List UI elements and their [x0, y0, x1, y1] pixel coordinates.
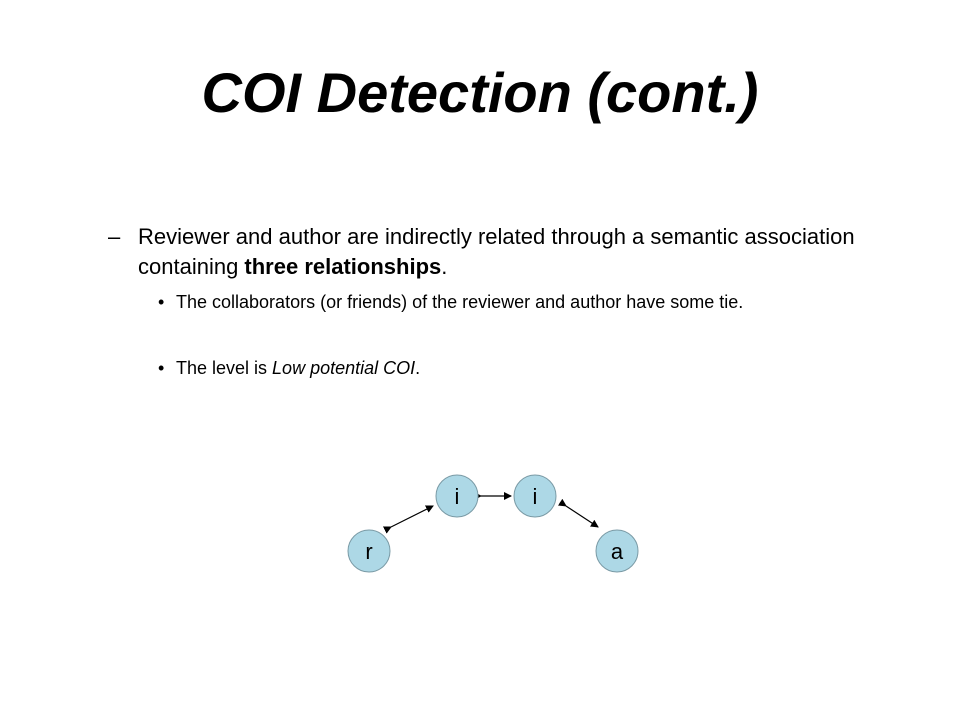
main-bullet: – Reviewer and author are indirectly rel…	[108, 222, 868, 282]
node-intermediate-1: i	[435, 474, 479, 518]
dot-bullet-marker: •	[158, 358, 165, 378]
sub-bullet-collaborators: • The collaborators (or friends) of the …	[158, 289, 878, 315]
node-intermediate-2: i	[513, 474, 557, 518]
sub-bullet-text: The level is Low potential COI.	[176, 355, 878, 381]
sub-bullet-text-after: .	[415, 358, 421, 378]
main-bullet-bold-text: three relationships	[244, 254, 442, 279]
sub-bullet-text-before: The level is	[176, 358, 273, 378]
main-bullet-text-after: .	[441, 254, 448, 279]
main-bullet-text-before: Reviewer and author are indirectly relat…	[138, 224, 855, 279]
node-label: r	[365, 539, 372, 564]
arrow-r-to-i	[382, 505, 434, 534]
node-label: a	[611, 539, 624, 564]
main-bullet-text: Reviewer and author are indirectly relat…	[138, 222, 868, 282]
sub-bullet-italic-text: Low potential COI	[272, 358, 416, 378]
node-circle	[435, 474, 479, 518]
slide-title: COI Detection (cont.)	[201, 61, 759, 124]
sub-bullet-text: The collaborators (or friends) of the re…	[176, 292, 744, 312]
node-author: a	[595, 529, 639, 573]
node-reviewer: r	[347, 529, 391, 573]
node-label: i	[533, 484, 538, 509]
dot-bullet-marker: •	[158, 292, 165, 312]
node-circle	[595, 529, 639, 573]
node-circle	[513, 474, 557, 518]
arrow-i-to-a	[557, 498, 599, 528]
node-circle	[347, 529, 391, 573]
node-label: i	[455, 484, 460, 509]
sub-bullet-level: • The level is Low potential COI.	[158, 355, 878, 381]
dash-bullet-marker: –	[108, 224, 121, 249]
